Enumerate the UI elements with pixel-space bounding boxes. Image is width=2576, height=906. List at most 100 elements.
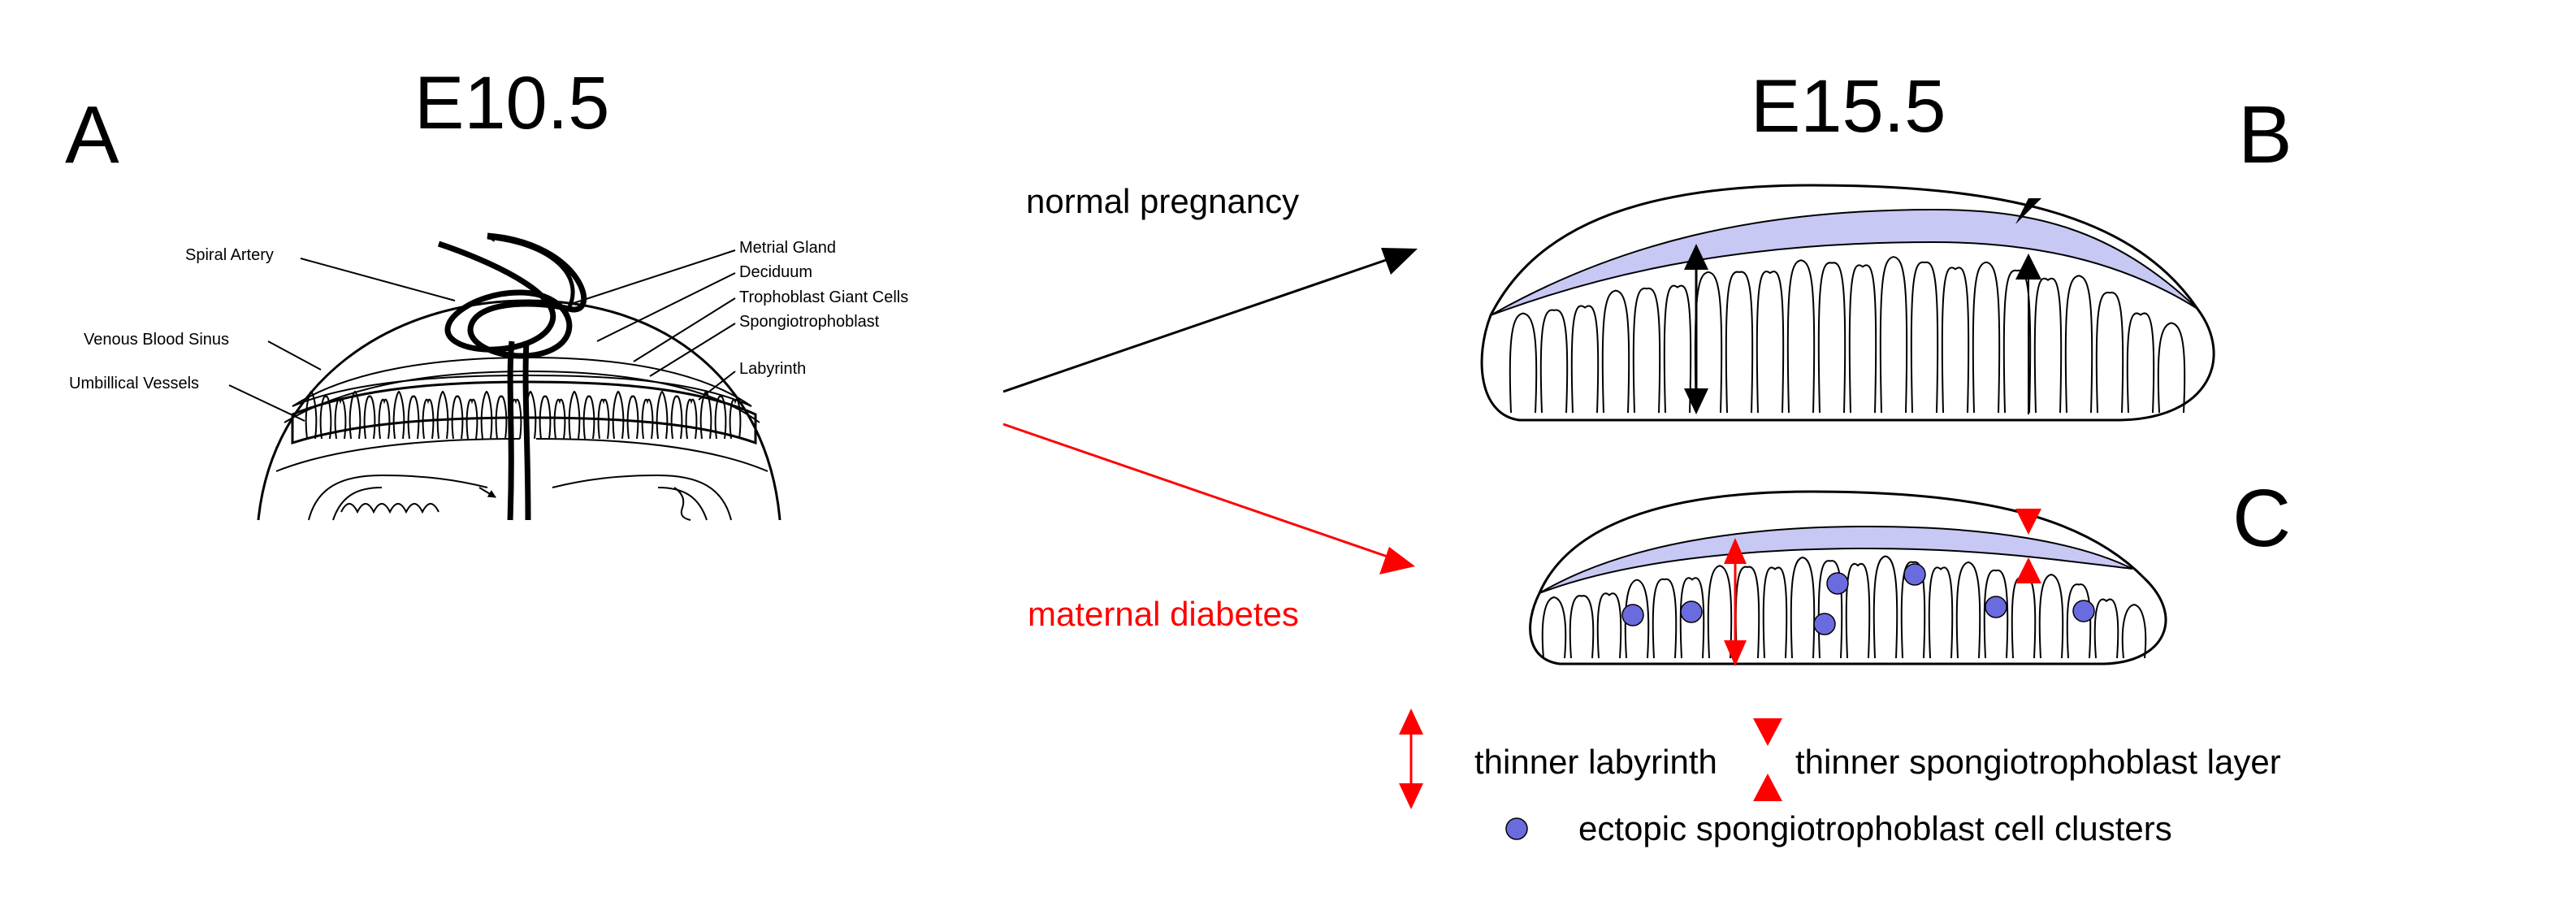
labyrinth-villus [334,398,347,440]
diabetic-placenta-drawing [1529,490,2167,666]
labyrinth-villus [656,390,669,440]
diabetic-villus [2093,598,2119,659]
diabetic-villus [1983,569,2009,659]
panel-b-letter: B [2238,89,2292,180]
labyrinth-villus [407,395,420,440]
panel-b-stage-label: E15.5 [1751,65,1946,148]
diabetic-villus [2011,577,2037,659]
labyrinth-villus [392,390,405,440]
labyrinth-villus [539,395,552,440]
normal-placenta-drawing [1480,184,2215,422]
diabetic-labyrinth-arrow-top [1724,538,1747,564]
legend-thinner-labyrinth: thinner labyrinth [1474,743,1717,781]
maternal-diabetes-label: maternal diabetes [1028,595,1299,633]
label-trophoblast-giant-cells: Trophoblast Giant Cells [739,288,908,306]
diabetic-spongiotrophoblast-layer [1539,525,2133,594]
umbilical-vessel-2 [522,340,531,521]
labyrinth-villus [597,398,610,440]
normal-pregnancy-arrowhead [1381,248,1418,275]
labyrinth-villus [319,395,332,440]
normal-labyrinth-arrow-bottom [1684,388,1708,414]
normal-villus [1848,264,1877,414]
labyrinth-villus [699,390,712,440]
ectopic-cell-cluster [1813,613,1836,635]
panel-a-stage-label: E10.5 [414,62,609,145]
panel-a: A E10.5 [65,62,908,521]
labyrinth-villus [685,398,698,440]
diabetic-villus [1762,566,1788,659]
labyrinth-villus [465,398,478,440]
legend-thinner-labyrinth-symbol [1399,709,1423,809]
diabetic-villus [1845,563,1871,659]
normal-placenta-outline [1480,184,2215,422]
diabetic-labyrinth-arrow-bottom [1724,640,1747,666]
diabetic-villus [1817,560,1843,659]
diabetic-villus [1707,565,1733,659]
labyrinth-villus [553,398,566,440]
legend-thinner-spongio-symbol [1753,718,1782,801]
normal-villus [1756,271,1785,414]
normal-villus [1601,289,1630,414]
diabetic-villus [1569,595,1595,659]
labyrinth-villus [495,395,508,440]
ectopic-cell-cluster [1826,572,1849,595]
normal-villus [2064,275,2093,414]
label-deciduum: Deciduum [739,263,812,281]
ectopic-cell-cluster [1985,596,2007,618]
yolk-sac-folds [340,503,439,514]
diabetic-villus [1955,561,1981,659]
panel-a-letter: A [65,89,119,180]
label-venous-blood-sinus: Venous Blood Sinus [84,331,229,349]
labyrinth-villus [641,398,654,440]
normal-villus [1509,312,1538,414]
ectopic-cell-cluster [1680,600,1703,623]
normal-spongio-arrow-up [2015,254,2041,280]
labyrinth-villus [436,390,449,440]
labyrinth-villus [305,390,318,440]
normal-villus [2033,277,2063,414]
normal-villus [1910,261,1939,414]
normal-villus [2126,312,2155,414]
label-umbilical-vessels: Umbillical Vessels [69,375,199,392]
normal-villus [1879,256,1908,414]
normal-villus [1663,284,1692,414]
maternal-diabetes-arrow-line [1002,423,1388,558]
ectopic-cell-clusters [1621,563,2095,635]
normal-spongiotrophoblast-layer [1490,208,2198,316]
diabetic-villus [1790,557,1816,659]
labyrinth-villus [480,390,493,440]
diabetic-labyrinth-villi [1541,555,2147,659]
labyrinth-villus [349,390,362,440]
labyrinth-villus [363,395,376,440]
labyrinth-villus [612,390,625,440]
panel-a-leader-lines [228,249,736,422]
labyrinth-villus [582,395,595,440]
legend-ectopic: ectopic spongiotrophoblast cell clusters [1578,809,2172,847]
diabetic-villus [1652,578,1678,659]
labyrinth-villus [568,390,581,440]
diabetic-villus [2121,604,2147,659]
normal-pregnancy-label: normal pregnancy [1026,182,1299,220]
diabetic-villus [1900,561,1926,659]
labyrinth-villus [451,395,464,440]
normal-labyrinth-villi [1509,256,2186,414]
normal-villus [1786,259,1816,414]
e105-placenta-drawing [257,232,781,521]
transition-arrows: normal pregnancy maternal diabetes [1002,182,1418,633]
normal-villus [1539,309,1569,414]
label-spongiotrophoblast: Spongiotrophoblast [739,313,880,331]
normal-villus [2095,292,2124,414]
normal-villus [2002,269,2032,414]
normal-villus [1817,262,1846,414]
ectopic-cell-cluster [1621,604,1644,626]
diabetic-spongio-arrow-down [2015,509,2041,535]
normal-villus [2157,322,2186,414]
labyrinth-villus [670,395,683,440]
normal-villus [1941,267,1970,414]
diabetic-villus [2038,574,2064,659]
label-labyrinth: Labyrinth [739,360,806,378]
diabetic-spongio-arrow-up [2015,557,2041,583]
normal-pregnancy-arrow-line [1002,257,1392,393]
panel-c: C [1529,473,2291,666]
label-spiral-artery: Spiral Artery [185,246,274,264]
